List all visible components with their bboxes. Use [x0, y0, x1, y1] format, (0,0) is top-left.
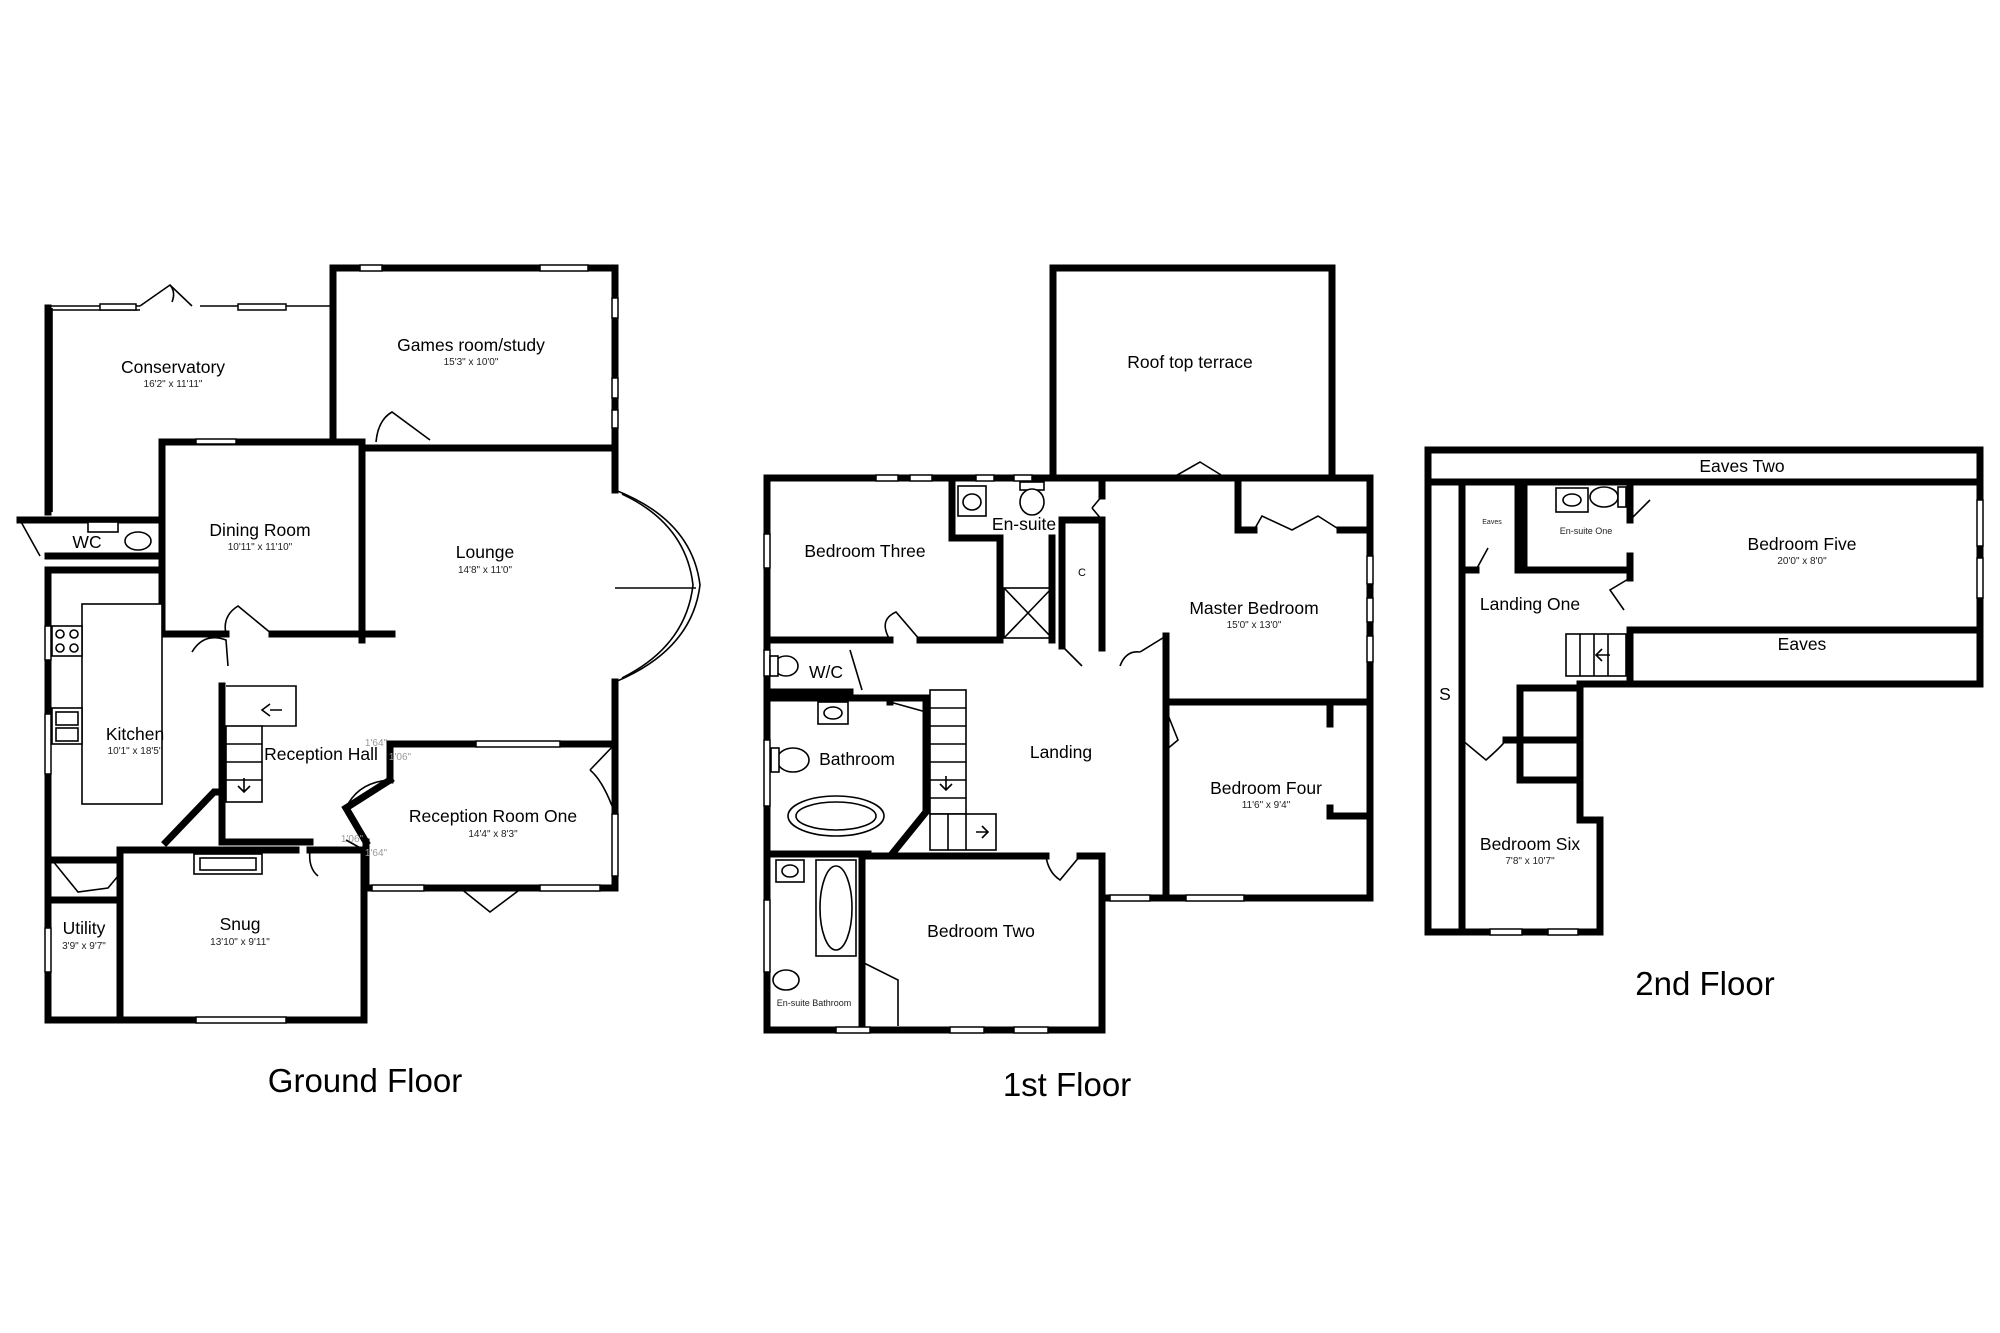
label-bedroom-six: Bedroom Six: [1480, 834, 1580, 854]
label-bedroom-four: Bedroom Four: [1210, 778, 1322, 798]
label-landing-one: Landing One: [1480, 594, 1580, 614]
dim-kitchen: 10'1" x 18'5": [108, 746, 163, 757]
label-wc-first: W/C: [809, 662, 843, 682]
label-bedroom-three: Bedroom Three: [804, 541, 925, 561]
label-lounge: Lounge: [456, 542, 514, 562]
label-ground-floor: Ground Floor: [268, 1062, 462, 1099]
dim-conservatory: 16'2" x 11'11": [144, 379, 203, 390]
dim-bedroom-five: 20'0" x 8'0": [1777, 556, 1827, 567]
dim-lounge: 14'8" x 11'0": [458, 565, 513, 576]
ground-floor-plan: [16, 264, 701, 1024]
first-floor-plan: [763, 264, 1374, 1034]
label-conservatory: Conservatory: [121, 357, 225, 377]
label-dining-room: Dining Room: [209, 520, 310, 540]
dim-reception-room-one: 14'4" x 8'3": [468, 829, 518, 840]
label-en-suite-bathroom: En-suite Bathroom: [777, 998, 852, 1008]
label-eaves-two: Eaves Two: [1699, 456, 1784, 476]
label-reception-hall: Reception Hall: [264, 744, 378, 764]
second-floor-labels: Eaves Two Eaves En-suite One Bedroom Fiv…: [1439, 456, 1856, 1002]
dim-utility: 3'9" x 9'7": [62, 941, 106, 952]
first-floor-labels: Roof top terrace Bedroom Three En-suite …: [777, 352, 1322, 1103]
mark-2: 1'06": [389, 752, 412, 763]
mark-3: 1'06": [341, 834, 364, 845]
label-reception-room-one: Reception Room One: [409, 806, 577, 826]
label-bedroom-five: Bedroom Five: [1748, 534, 1857, 554]
dim-snug: 13'10" x 9'11": [210, 937, 270, 948]
label-utility: Utility: [63, 918, 106, 938]
label-snug: Snug: [220, 914, 261, 934]
label-eaves: Eaves: [1778, 634, 1827, 654]
label-landing: Landing: [1030, 742, 1092, 762]
label-games-room: Games room/study: [397, 335, 545, 355]
mark-1: 1'64": [365, 738, 388, 749]
label-kitchen: Kitchen: [106, 724, 164, 744]
label-storage: S: [1439, 684, 1451, 704]
second-floor-plan: [1424, 446, 1984, 936]
label-eaves-small: Eaves: [1482, 519, 1502, 526]
ground-floor-labels: Conservatory 16'2" x 11'11" Games room/s…: [62, 335, 577, 1099]
label-master-bedroom: Master Bedroom: [1189, 598, 1318, 618]
dim-master-bedroom: 15'0" x 13'0": [1227, 620, 1282, 631]
label-wc: WC: [72, 532, 101, 552]
label-first-floor: 1st Floor: [1003, 1066, 1131, 1103]
label-second-floor: 2nd Floor: [1635, 965, 1774, 1002]
label-bathroom: Bathroom: [819, 749, 895, 769]
label-en-suite-one: En-suite One: [1560, 526, 1613, 536]
label-bedroom-two: Bedroom Two: [927, 921, 1035, 941]
mark-4: 1'64": [365, 848, 388, 859]
dim-bedroom-four: 11'6" x 9'4": [1242, 800, 1291, 811]
label-cupboard: C: [1078, 567, 1086, 579]
label-en-suite: En-suite: [992, 514, 1056, 534]
dim-bedroom-six: 7'8" x 10'7": [1505, 856, 1555, 867]
label-roof-terrace: Roof top terrace: [1127, 352, 1252, 372]
dim-games-room: 15'3" x 10'0": [444, 357, 499, 368]
dim-dining-room: 10'11" x 11'10": [228, 542, 293, 553]
